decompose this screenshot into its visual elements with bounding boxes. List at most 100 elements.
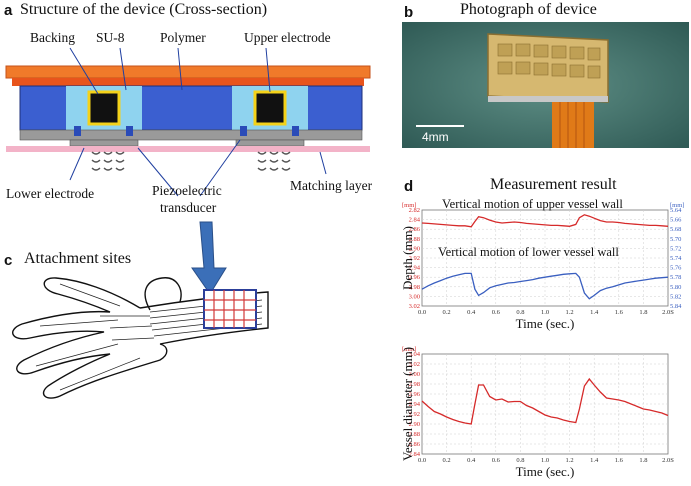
matching-layer [6,146,370,152]
left-unit-label: [mm] [402,202,416,209]
y2-tick-label: 5.64 [670,207,682,214]
label-upper-electrode: Upper electrode [244,30,331,45]
y-tick-label: 3.00 [409,293,420,300]
x-tick-label: 0.2 [443,457,451,464]
device-cross-section [5,47,371,197]
x-tick-label: 0.6 [492,457,501,464]
label-matching-layer: Matching layer [290,178,373,193]
y-tick-label: 3.04 [409,351,421,358]
label-piezo-line2: transducer [160,200,217,215]
right-unit-label: [mm] [670,202,684,209]
panel-d-title: Measurement result [490,176,617,193]
y-tick-label: 2.88 [409,431,420,438]
y-axis-label: Depth (mm) [400,226,415,290]
y2-tick-label: 5.70 [670,236,681,243]
x-tick-label: 1.2 [566,457,574,464]
x-axis-label: Time (sec.) [516,316,575,331]
y-tick-label: 2.94 [409,401,421,408]
y-tick-label: 2.84 [409,217,421,224]
x-tick-label: 0.0 [418,309,426,316]
y-tick-label: 2.90 [409,421,420,428]
y2-tick-label: 5.72 [670,245,681,252]
y2-tick-label: 5.84 [670,303,682,310]
y-tick-label: 2.88 [409,236,420,243]
series-line-1 [421,272,669,300]
y2-tick-label: 5.80 [670,284,681,291]
panel-c-title: Attachment sites [24,250,132,267]
x-tick-label: 0.0 [418,457,426,464]
scale-bar-label: 4mm [422,130,449,144]
x-axis-label: Time (sec.) [516,464,575,479]
device-photograph [402,22,689,148]
series-line-0 [421,214,669,228]
y-tick-label: 2.92 [409,411,420,418]
y2-tick-label: 5.74 [670,255,682,262]
vessel-diameter-chart: 0.0 0.2 0.4 0.6 0.8 1.0 1.2 1.4 1.6 1.8 2.0S 3.04 3.… [400,346,674,479]
panel-a-title: Structure of the device (Cross-section) [20,1,268,18]
panel-letter-a: a [4,2,13,19]
x-tick-label: 1.6 [615,457,624,464]
label-lower-electrode: Lower electrode [6,186,95,201]
left-unit-label: [mm] [402,346,416,353]
y2-tick-label: 5.68 [670,226,681,233]
x-tick-label: 1.2 [566,309,574,316]
x-tick-label: 1.4 [590,457,599,464]
lower-gray-layer [19,129,363,141]
label-polymer: Polymer [160,30,206,45]
panel-letter-b: b [404,4,414,21]
panel-b-title: Photograph of device [460,1,597,18]
y-tick-label: 2.92 [409,255,420,262]
y-tick-label: 3.02 [409,303,420,310]
y-tick-label: 2.94 [409,265,421,272]
series-line-0 [421,377,669,425]
y2-tick-label: 5.78 [670,274,681,281]
y2-tick-label: 5.82 [670,293,681,300]
lower-wall-annotation: Vertical motion of lower vessel wall [438,245,619,259]
x-tick-label: 1.0 [541,457,549,464]
y-tick-label: 2.98 [409,381,420,388]
x-tick-label: 0.4 [467,457,476,464]
label-piezo-line1: Piezoelectric [152,183,222,198]
x-tick-label: 1.6 [615,309,624,316]
x-tick-label: 2.0S [662,457,674,464]
label-backing: Backing [30,30,75,45]
y2-tick-label: 5.66 [670,217,682,224]
top-plate [5,65,371,79]
depth-chart: 0.0 0.2 0.4 0.6 0.8 1.0 1.2 1.4 1.6 1.8 2.0S 2.82 2.… [400,197,684,331]
panel-letter-c: c [4,252,13,269]
y-tick-label: 3.02 [409,361,420,368]
y-tick-label: 2.96 [409,274,421,281]
y-axis-label: Vessel diameter (mm) [400,347,415,461]
x-tick-label: 1.8 [639,309,647,316]
panel-letter-d: d [404,178,414,195]
ultrasound-waves-left [91,151,125,171]
y-tick-label: 2.82 [409,207,420,214]
x-tick-label: 1.4 [590,309,599,316]
attachment-arrow [191,221,227,295]
x-tick-label: 0.2 [443,309,451,316]
hand-illustration [12,221,269,399]
y-tick-label: 2.98 [409,284,420,291]
y-tick-label: 2.96 [409,391,421,398]
piezo-bar-left [69,139,139,147]
y-tick-label: 2.90 [409,245,420,252]
y-tick-label: 2.86 [409,441,421,448]
label-su8: SU-8 [96,30,125,45]
y-tick-label: 2.84 [409,451,421,458]
y-tick-label: 2.86 [409,226,421,233]
wrist-device-grid [203,289,257,329]
x-tick-label: 0.8 [516,457,524,464]
x-tick-label: 0.6 [492,309,501,316]
piezo-bar-right [235,139,305,147]
x-tick-label: 1.8 [639,457,647,464]
x-tick-label: 0.4 [467,309,476,316]
backing-left [87,90,121,126]
x-tick-label: 2.0S [662,309,674,316]
top-layer [12,78,364,86]
x-tick-label: 1.0 [541,309,549,316]
backing-right [253,90,287,126]
y2-tick-label: 5.76 [670,265,682,272]
x-tick-label: 0.8 [516,309,524,316]
upper-wall-annotation: Vertical motion of upper vessel wall [442,197,623,211]
y-tick-label: 3.00 [409,371,420,378]
